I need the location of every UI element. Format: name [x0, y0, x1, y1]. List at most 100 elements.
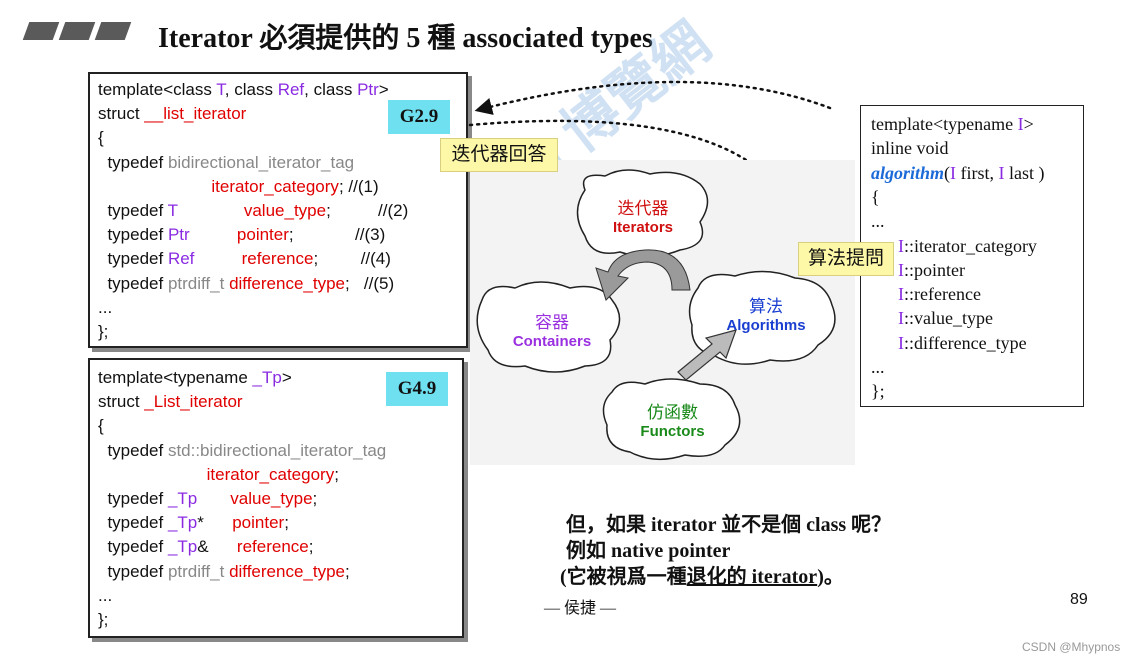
code-token: * — [197, 513, 233, 533]
code-token: ; //(2) — [326, 201, 409, 220]
page-number: 89 — [1070, 591, 1088, 608]
slide-title: Iterator 必須提供的 5 種 associated types — [158, 23, 653, 54]
code-token: std::bidirectional_iterator_tag — [167, 440, 387, 460]
code-token: ; — [312, 489, 318, 508]
code-token: }; — [871, 381, 885, 402]
code-token: struct — [98, 392, 145, 412]
cloud-label-algorithms: 算法 Algorithms — [716, 292, 816, 334]
code-token: template<typename — [871, 114, 1018, 134]
code-token: bidirectional_iterator_tag — [167, 152, 355, 172]
credit: CSDN @Mhypnos — [1022, 640, 1121, 654]
code-token: reference — [241, 249, 314, 269]
code-token: }; — [98, 610, 109, 629]
code-line: iterator_category; //(1) — [98, 175, 378, 199]
code-token: I — [898, 332, 904, 353]
code-token: _Tp — [167, 513, 198, 533]
code-token: _Tp — [252, 368, 282, 387]
code-token: _Tp — [167, 537, 198, 557]
code-line: typedef ptrdiff_t difference_type; //(5) — [98, 272, 394, 296]
code-line: algorithm(I first, I last ) — [871, 161, 1045, 185]
code-token: struct — [98, 104, 145, 124]
cloud-label-functors: 仿函數 Functors — [625, 398, 720, 440]
code-token: typedef — [98, 225, 168, 245]
code-token: > — [281, 368, 292, 387]
code-line: struct _List_iterator — [98, 390, 243, 414]
code-token: __list_iterator — [144, 104, 247, 124]
code-line: }; — [98, 320, 108, 344]
code-token: typedef — [98, 249, 168, 269]
code-token: ... — [98, 297, 113, 317]
code-line: iterator_category; — [98, 463, 339, 487]
code-line: typedef Ref reference; //(4) — [98, 247, 391, 271]
functors-en: Functors — [640, 423, 705, 440]
code-token: typedef — [98, 440, 168, 460]
code-token: Ptr — [167, 225, 190, 245]
code-token: I — [898, 284, 904, 305]
note-algorithm-question: 算法提問 — [798, 242, 894, 276]
code-line: typedef _Tp& reference; — [98, 535, 313, 559]
cloud-iterators — [576, 169, 709, 258]
code-line: I::pointer — [871, 258, 965, 282]
code-token: inline void — [871, 138, 949, 159]
code-token: ptrdiff_t — [167, 273, 225, 293]
code-box-g49: G4.9 template<typename _Tp>struct _List_… — [88, 358, 464, 638]
code-token: ; — [345, 561, 350, 581]
code-token: , class — [304, 80, 358, 99]
code-line: }; — [98, 608, 108, 632]
code-token: value_type — [230, 489, 313, 508]
code-token: typedef — [98, 513, 168, 533]
containers-zh: 容器 — [535, 313, 569, 332]
code-line: typedef std::bidirectional_iterator_tag — [98, 439, 386, 463]
code-token: last ) — [1004, 162, 1045, 183]
code-line: ... — [871, 355, 885, 379]
code-token: ; //(4) — [313, 249, 391, 269]
code-token: difference_type — [229, 561, 345, 581]
code-token: I — [898, 235, 904, 256]
code-token: typedef — [98, 273, 168, 293]
code-token: , class — [224, 80, 278, 99]
code-token: ptrdiff_t — [167, 561, 225, 581]
code-token: Ref — [277, 80, 305, 99]
code-token: algorithm — [871, 162, 945, 183]
cloud-label-containers: 容器 Containers — [502, 308, 602, 350]
bottom-line-3-pre: (它被視爲一種 — [560, 566, 687, 588]
code-line: I::difference_type — [871, 331, 1027, 355]
code-line: ... — [98, 296, 112, 320]
bottom-line-3-post: )。 — [817, 566, 844, 588]
code-token: typedef — [98, 489, 168, 508]
cloud-containers — [476, 281, 621, 373]
code-token: I — [1017, 114, 1024, 134]
cloud-functors — [602, 378, 741, 461]
curved-arrow — [595, 249, 691, 301]
bottom-line-2: 例如 native pointer — [566, 540, 731, 562]
functors-zh: 仿函數 — [647, 403, 698, 422]
code-line: typedef Ptr pointer; //(3) — [98, 223, 385, 247]
code-line: }; — [871, 379, 885, 403]
dotted-arrow-answer — [474, 80, 832, 115]
code-token: pointer — [236, 225, 289, 245]
code-token: ( — [944, 162, 951, 183]
author: — 侯捷 — — [544, 600, 617, 617]
code-token: I — [898, 308, 904, 329]
code-line: template<typename _Tp> — [98, 366, 292, 390]
version-badge-g49: G4.9 — [386, 372, 448, 406]
code-line: typedef bidirectional_iterator_tag — [98, 151, 354, 175]
algorithms-zh: 算法 — [749, 297, 783, 316]
code-token: ; — [284, 513, 289, 533]
bottom-line-3-underlined: 退化的 iterator — [686, 566, 818, 588]
code-token: typedef — [98, 537, 168, 557]
code-token: first, — [956, 162, 999, 183]
code-token: I — [998, 162, 1005, 183]
code-token: ::pointer — [904, 259, 965, 280]
code-line: typedef T value_type; //(2) — [98, 199, 408, 223]
containers-en: Containers — [512, 333, 592, 350]
code-token: typedef — [98, 201, 168, 220]
code-line: template<typename I> — [871, 112, 1034, 136]
code-token: pointer — [232, 513, 285, 533]
code-token: iterator_category — [211, 176, 339, 196]
code-token: iterator_category — [206, 464, 335, 484]
code-token: > — [1023, 114, 1034, 134]
code-line: struct __list_iterator — [98, 102, 246, 126]
